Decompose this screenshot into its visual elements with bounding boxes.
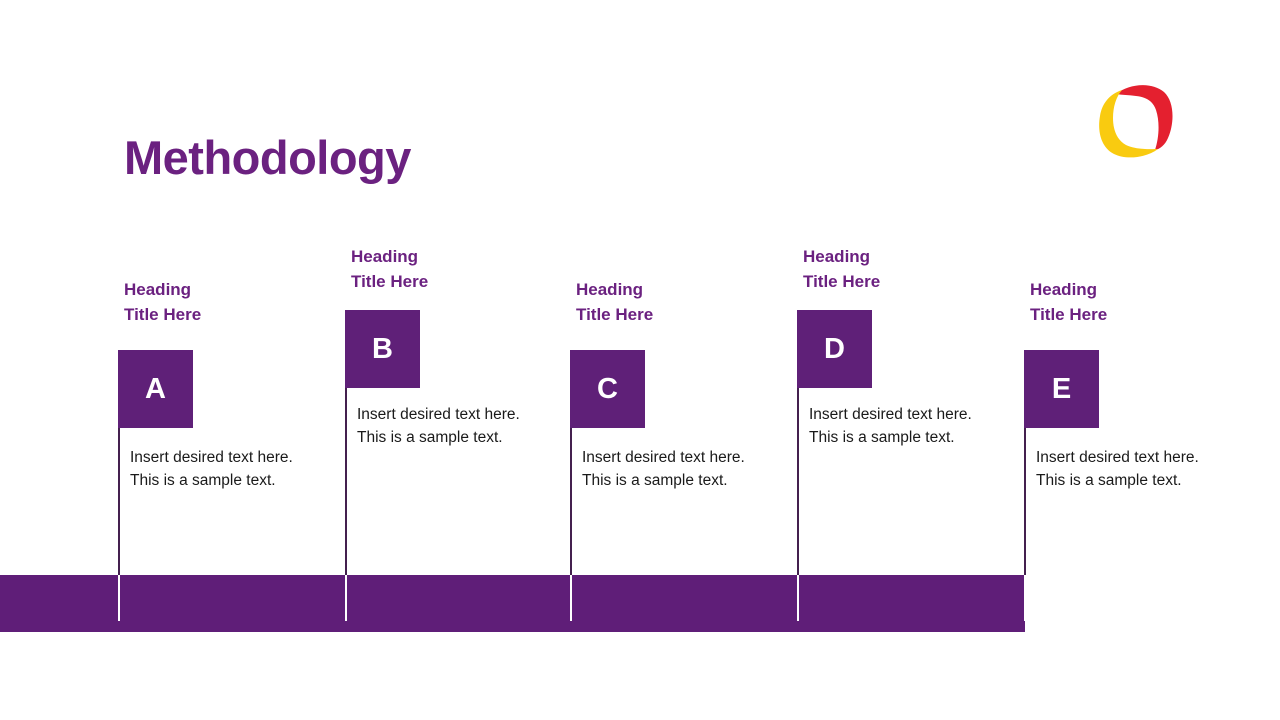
connector-line-b xyxy=(345,310,347,575)
connector-line-white-a xyxy=(118,575,120,621)
page-title: Methodology xyxy=(124,131,411,184)
connector-line-white-c xyxy=(570,575,572,621)
connector-line-c xyxy=(570,350,572,575)
step-heading-d: Heading Title Here xyxy=(803,247,881,291)
step-body-b: Insert desired text here. This is a samp… xyxy=(357,406,520,446)
step-body-d: Insert desired text here. This is a samp… xyxy=(809,406,972,446)
methodology-step-b[interactable]: Heading Title Here B Insert desired text… xyxy=(345,0,575,720)
step-body-c: Insert desired text here. This is a samp… xyxy=(582,449,745,489)
step-heading-a: Heading Title Here xyxy=(124,280,202,324)
methodology-step-c[interactable]: Heading Title Here C Insert desired text… xyxy=(570,0,800,720)
step-letter-c: C xyxy=(597,373,618,405)
step-heading-c: Heading Title Here xyxy=(576,280,654,324)
step-badge-a xyxy=(118,350,193,428)
methodology-step-d[interactable]: Heading Title Here D Insert desired text… xyxy=(797,0,1027,720)
step-heading-b: Heading Title Here xyxy=(351,247,429,291)
methodology-step-a[interactable]: Heading Title Here A Insert desired text… xyxy=(118,0,348,720)
methodology-step-e[interactable]: Heading Title Here E Insert desired text… xyxy=(1024,0,1254,720)
footer-band xyxy=(0,575,1025,632)
connector-line-a xyxy=(118,350,120,575)
step-badge-c xyxy=(570,350,645,428)
step-heading-e: Heading Title Here xyxy=(1030,280,1108,324)
step-letter-a: A xyxy=(145,373,166,405)
logo-arc-yellow xyxy=(1099,90,1158,158)
brand-logo xyxy=(1092,76,1180,164)
connector-line-e xyxy=(1024,350,1026,575)
step-letter-e: E xyxy=(1051,373,1072,405)
connector-line-white-d xyxy=(797,575,799,621)
step-body-e: Insert desired text here. This is a samp… xyxy=(1036,449,1199,489)
connector-line-white-e xyxy=(1024,575,1026,621)
connector-line-white-b xyxy=(345,575,347,621)
step-badge-e xyxy=(1024,350,1099,428)
step-badge-d xyxy=(797,310,872,388)
connector-line-d xyxy=(797,310,799,575)
step-letter-b: B xyxy=(372,333,393,365)
logo-arc-red xyxy=(1116,85,1173,150)
step-letter-d: D xyxy=(824,333,845,365)
step-badge-b xyxy=(345,310,420,388)
step-body-a: Insert desired text here. This is a samp… xyxy=(130,449,293,489)
